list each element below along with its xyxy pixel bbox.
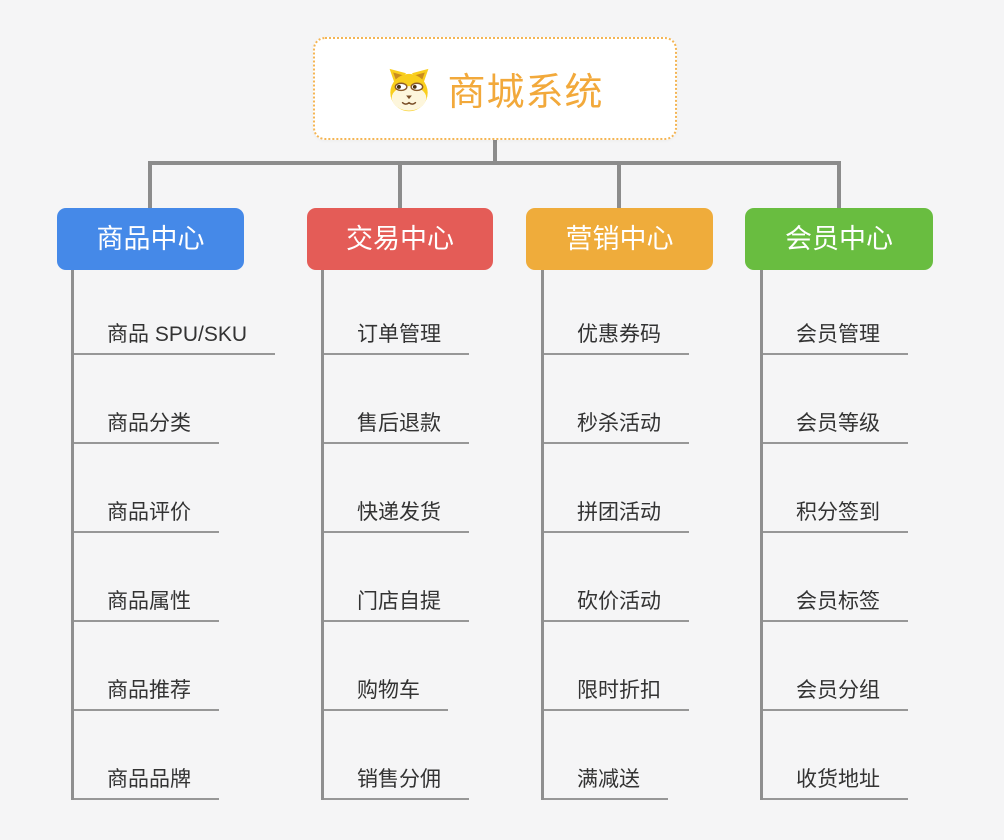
branch-header-trade-center[interactable]: 交易中心: [307, 208, 493, 270]
topic-node[interactable]: 销售分佣: [324, 766, 469, 800]
topic-node[interactable]: 商品推荐: [74, 677, 219, 711]
connector-root-stub: [493, 140, 497, 163]
topic-node[interactable]: 满减送: [544, 766, 668, 800]
branch-children-marketing-center: 优惠券码 秒杀活动 拼团活动 砍价活动 限时折扣 满减送: [541, 270, 689, 800]
topic-node[interactable]: 优惠券码: [544, 321, 689, 355]
topic-node[interactable]: 商品品牌: [74, 766, 219, 800]
branch-children-product-center: 商品 SPU/SKU 商品分类 商品评价 商品属性 商品推荐 商品品牌: [71, 270, 276, 800]
topic-node[interactable]: 砍价活动: [544, 588, 689, 622]
branch-header-marketing-center[interactable]: 营销中心: [526, 208, 713, 270]
connector-bus: [148, 161, 841, 165]
root-title: 商城系统: [447, 72, 604, 114]
connector-drop: [837, 161, 841, 208]
connector-drop: [148, 161, 152, 208]
topic-node[interactable]: 订单管理: [324, 321, 469, 355]
shiba-dog-icon: [386, 66, 432, 112]
topic-node[interactable]: 限时折扣: [544, 677, 689, 711]
topic-node[interactable]: 拼团活动: [544, 499, 689, 533]
topic-node[interactable]: 快递发货: [324, 499, 469, 533]
topic-node[interactable]: 商品 SPU/SKU: [74, 321, 276, 355]
topic-node[interactable]: 购物车: [324, 677, 448, 711]
topic-node[interactable]: 会员分组: [763, 677, 908, 711]
topic-node[interactable]: 秒杀活动: [544, 410, 689, 444]
topic-node[interactable]: 收货地址: [763, 766, 908, 800]
topic-node[interactable]: 商品分类: [74, 410, 219, 444]
topic-node[interactable]: 会员标签: [763, 588, 908, 622]
root-node[interactable]: 商城系统: [313, 37, 677, 140]
topic-node[interactable]: 售后退款: [324, 410, 469, 444]
branch-header-member-center[interactable]: 会员中心: [745, 208, 933, 270]
topic-node[interactable]: 积分签到: [763, 499, 908, 533]
topic-node[interactable]: 会员管理: [763, 321, 908, 355]
topic-node[interactable]: 门店自提: [324, 588, 469, 622]
branch-header-product-center[interactable]: 商品中心: [57, 208, 244, 270]
topic-node[interactable]: 商品评价: [74, 499, 219, 533]
branch-children-trade-center: 订单管理 售后退款 快递发货 门店自提 购物车 销售分佣: [321, 270, 469, 800]
connector-drop: [617, 161, 621, 208]
branch-children-member-center: 会员管理 会员等级 积分签到 会员标签 会员分组 收货地址: [760, 270, 908, 800]
connector-drop: [398, 161, 402, 208]
topic-node[interactable]: 会员等级: [763, 410, 908, 444]
topic-node[interactable]: 商品属性: [74, 588, 219, 622]
